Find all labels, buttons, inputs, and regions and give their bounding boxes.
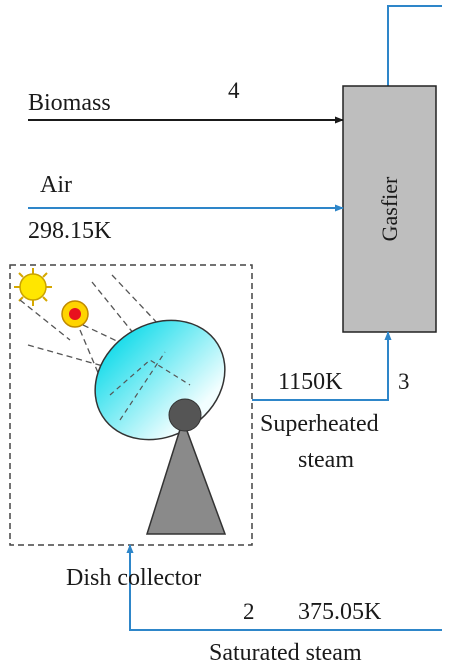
- superheated-steam-label-line2: steam: [298, 447, 354, 473]
- saturated-steam-line: [126, 544, 442, 631]
- air-temperature-label: 298.15K: [28, 218, 112, 244]
- superheated-steam-label-line1: Superheated: [260, 411, 379, 437]
- air-label: Air: [40, 172, 72, 198]
- sun-icon: [14, 268, 52, 306]
- dish-collector-label: Dish collector: [66, 565, 201, 591]
- stream-4-label: 4: [228, 78, 240, 103]
- dish-hub: [168, 398, 202, 432]
- saturated-steam-label: Saturated steam: [209, 640, 362, 666]
- receiver-icon: [61, 300, 89, 328]
- saturated-temperature-label: 375.05K: [298, 599, 382, 625]
- dish-stand: [145, 417, 227, 535]
- product-gas-line: [387, 5, 442, 86]
- gasifier-box: [342, 85, 437, 333]
- parabolic-dish-icon: [94, 319, 227, 535]
- superheated-temperature-label: 1150K: [278, 369, 343, 395]
- superheated-steam-line: [252, 331, 392, 401]
- stream-3-label: 3: [398, 369, 410, 394]
- biomass-label: Biomass: [28, 90, 111, 116]
- stream-2-label: 2: [243, 599, 255, 624]
- gasifier-label: Gasfier: [377, 176, 402, 241]
